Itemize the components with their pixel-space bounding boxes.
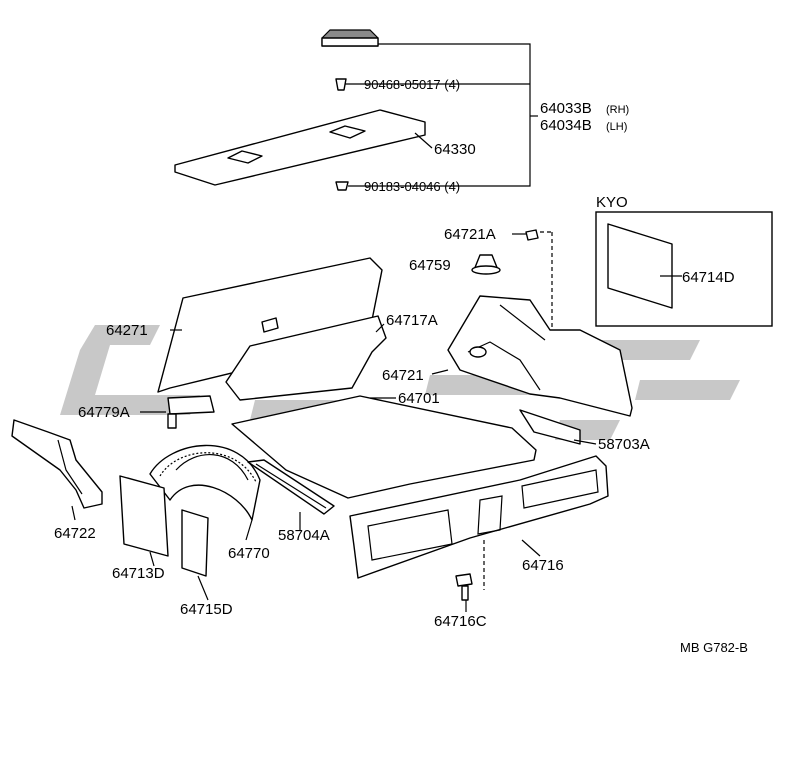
label-58704a: 58704A bbox=[278, 527, 330, 544]
label-58703a: 58703A bbox=[598, 436, 650, 453]
part-side-trim-right bbox=[447, 295, 633, 417]
label-64759: 64759 bbox=[409, 257, 451, 274]
part-trunk-floor-mat bbox=[231, 395, 537, 499]
kyo-box bbox=[595, 211, 773, 327]
label-64779a: 64779A bbox=[78, 404, 130, 421]
clip-90468-icon bbox=[335, 78, 347, 91]
label-64713d: 64713D bbox=[112, 565, 165, 582]
label-64717a: 64717A bbox=[386, 312, 438, 329]
clip-64721a-icon bbox=[512, 229, 539, 241]
label-64721a: 64721A bbox=[444, 226, 496, 243]
label-kyo: KYO bbox=[596, 194, 628, 211]
leader-64033b bbox=[350, 43, 531, 187]
label-64033b: 64033B bbox=[540, 100, 592, 117]
label-64034b: 64034B bbox=[540, 117, 592, 134]
bolt-64716c-icon bbox=[455, 573, 473, 601]
part-58704a bbox=[247, 459, 335, 515]
part-bracket-64779a bbox=[167, 395, 215, 429]
label-64714d: 64714D bbox=[682, 269, 735, 286]
label-64722: 64722 bbox=[54, 525, 96, 542]
label-64770: 64770 bbox=[228, 545, 270, 562]
part-64715d bbox=[181, 509, 209, 577]
part-package-tray bbox=[174, 109, 433, 186]
diagram-reference: MB G782-B bbox=[680, 640, 748, 655]
part-wheel-house-cover bbox=[149, 444, 261, 521]
label-64033b-side: (RH) bbox=[606, 104, 629, 116]
labels: 64033B (RH) 64034B (LH) 90468-05017 (4) … bbox=[54, 77, 748, 655]
part-side-trim-left bbox=[11, 419, 103, 509]
part-58703a bbox=[519, 409, 581, 445]
grommet-64759-icon bbox=[471, 254, 501, 275]
label-64330: 64330 bbox=[434, 141, 476, 158]
label-64715d: 64715D bbox=[180, 601, 233, 618]
label-64271: 64271 bbox=[106, 322, 148, 339]
label-64716c: 64716C bbox=[434, 613, 487, 630]
part-trunk-mat-upper bbox=[225, 315, 387, 401]
label-90183: 90183-04046 (4) bbox=[364, 179, 460, 194]
part-rear-shelf-cover bbox=[321, 29, 379, 47]
leader-lines bbox=[71, 185, 597, 612]
label-64721: 64721 bbox=[382, 367, 424, 384]
label-90468: 90468-05017 (4) bbox=[364, 77, 460, 92]
label-64034b-side: (LH) bbox=[606, 121, 627, 133]
part-back-panel bbox=[349, 455, 609, 579]
clip-90183-icon bbox=[335, 181, 349, 191]
label-64701: 64701 bbox=[398, 390, 440, 407]
label-64716: 64716 bbox=[522, 557, 564, 574]
part-64713d bbox=[119, 475, 169, 557]
